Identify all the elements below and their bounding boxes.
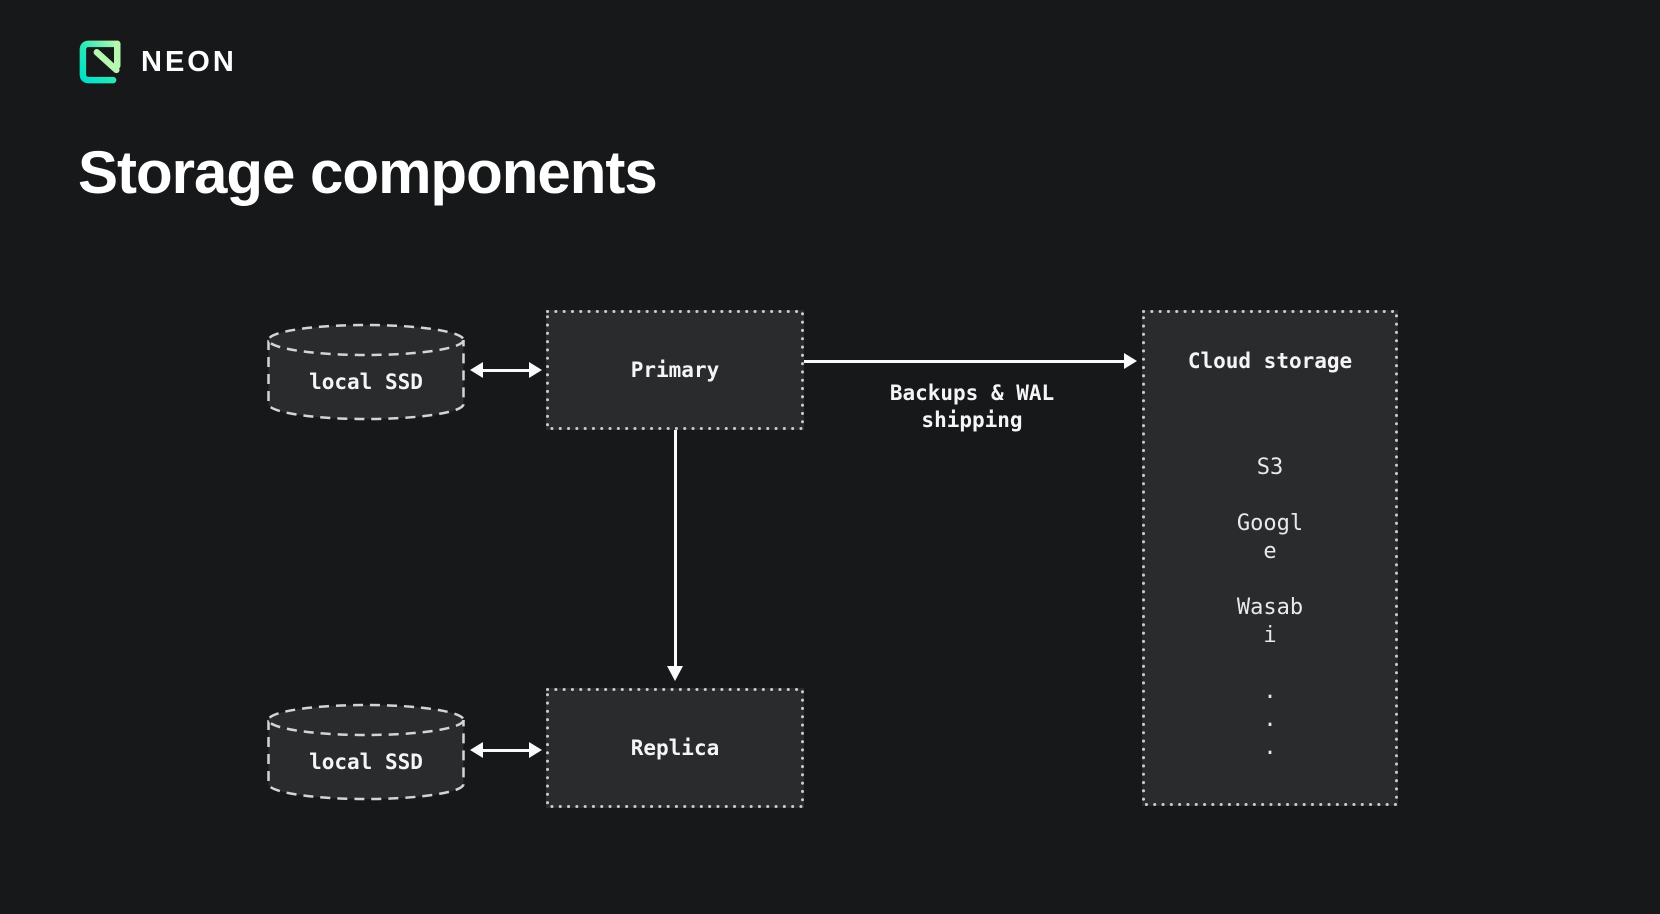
local-ssd-top-label: local SSD bbox=[309, 370, 423, 394]
brand: NEON bbox=[75, 36, 237, 88]
arrowhead-right-icon bbox=[529, 362, 542, 378]
arrow-primary-replica-line bbox=[674, 430, 677, 666]
ellipsis-dot: . bbox=[1263, 679, 1277, 704]
arrowhead-right-icon bbox=[529, 742, 542, 758]
cloud-storage-items: S3 Google Wasabi . . . bbox=[1142, 454, 1398, 762]
dotted-border bbox=[546, 688, 804, 808]
arrow-ssd-replica bbox=[470, 741, 542, 759]
dotted-border bbox=[1142, 310, 1398, 806]
local-ssd-bottom-cylinder: local SSD bbox=[266, 702, 466, 802]
arrow-ssd-primary bbox=[470, 361, 542, 379]
primary-label: Primary bbox=[630, 358, 720, 382]
ellipsis-dot: . bbox=[1263, 735, 1277, 760]
cloud-item-wasabi: Wasabi bbox=[1236, 595, 1304, 648]
arrowhead-left-icon bbox=[470, 742, 483, 758]
arrow-line bbox=[483, 368, 529, 372]
ellipsis-dots: . . . bbox=[1142, 678, 1398, 762]
cylinder-shape-icon bbox=[267, 323, 465, 421]
cloud-storage-node: Cloud storage S3 Google Wasabi . . . bbox=[1142, 310, 1398, 806]
primary-node: Primary bbox=[546, 310, 804, 430]
dotted-border bbox=[546, 310, 804, 430]
arrow-primary-replica-head-icon bbox=[667, 666, 683, 681]
backups-wal-label: Backups & WAL shipping bbox=[889, 381, 1055, 432]
local-ssd-bottom-label: local SSD bbox=[309, 750, 423, 774]
arrow-primary-cloud-head-icon bbox=[1124, 353, 1137, 369]
ellipsis-dot: . bbox=[1263, 707, 1277, 732]
cloud-item-google: Google bbox=[1236, 511, 1304, 564]
local-ssd-top-cylinder: local SSD bbox=[266, 322, 466, 422]
arrowhead-left-icon bbox=[470, 362, 483, 378]
cloud-item-s3: S3 bbox=[1256, 455, 1284, 480]
cloud-storage-title: Cloud storage bbox=[1187, 349, 1353, 373]
replica-label: Replica bbox=[630, 736, 720, 760]
replica-node: Replica bbox=[546, 688, 804, 808]
arrow-primary-cloud-line bbox=[804, 360, 1126, 363]
neon-logo-icon bbox=[79, 40, 121, 84]
page-title: Storage components bbox=[78, 139, 658, 206]
arrow-line bbox=[483, 748, 529, 752]
cylinder-shape-icon bbox=[267, 703, 465, 801]
brand-wordmark: NEON bbox=[141, 45, 237, 78]
